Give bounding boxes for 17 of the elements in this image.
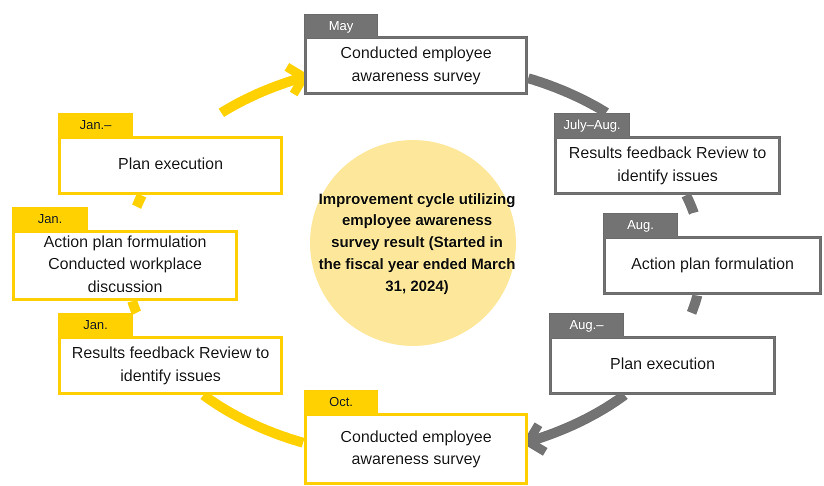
step-box: Results feedback Review to identify issues: [58, 336, 283, 395]
step-box: Action plan formulation Conducted workplace discussion: [12, 230, 238, 301]
step-box: Action plan formulation: [603, 236, 822, 295]
step-box: Plan execution: [549, 336, 776, 395]
month-tab: Jan.: [58, 313, 133, 336]
step-box: Conducted employee awareness survey: [304, 413, 528, 485]
cycle-title: Improvement cycle utilizing employee awareness survey result (Started in the fiscal year ended March 31, 2024): [318, 190, 516, 297]
step-box: Results feedback Review to identify issues: [554, 136, 781, 195]
step-box: Conducted employee awareness survey: [304, 36, 528, 95]
month-tab: Jan.: [12, 207, 88, 230]
step-box: Plan execution: [58, 136, 283, 195]
month-tab: July–Aug.: [554, 113, 630, 136]
month-tab: Jan.–: [58, 113, 133, 136]
month-tab: Oct.: [304, 390, 378, 413]
month-tab: Aug.: [603, 213, 678, 236]
month-tab: Aug.–: [549, 313, 624, 336]
month-tab: May: [304, 14, 378, 36]
